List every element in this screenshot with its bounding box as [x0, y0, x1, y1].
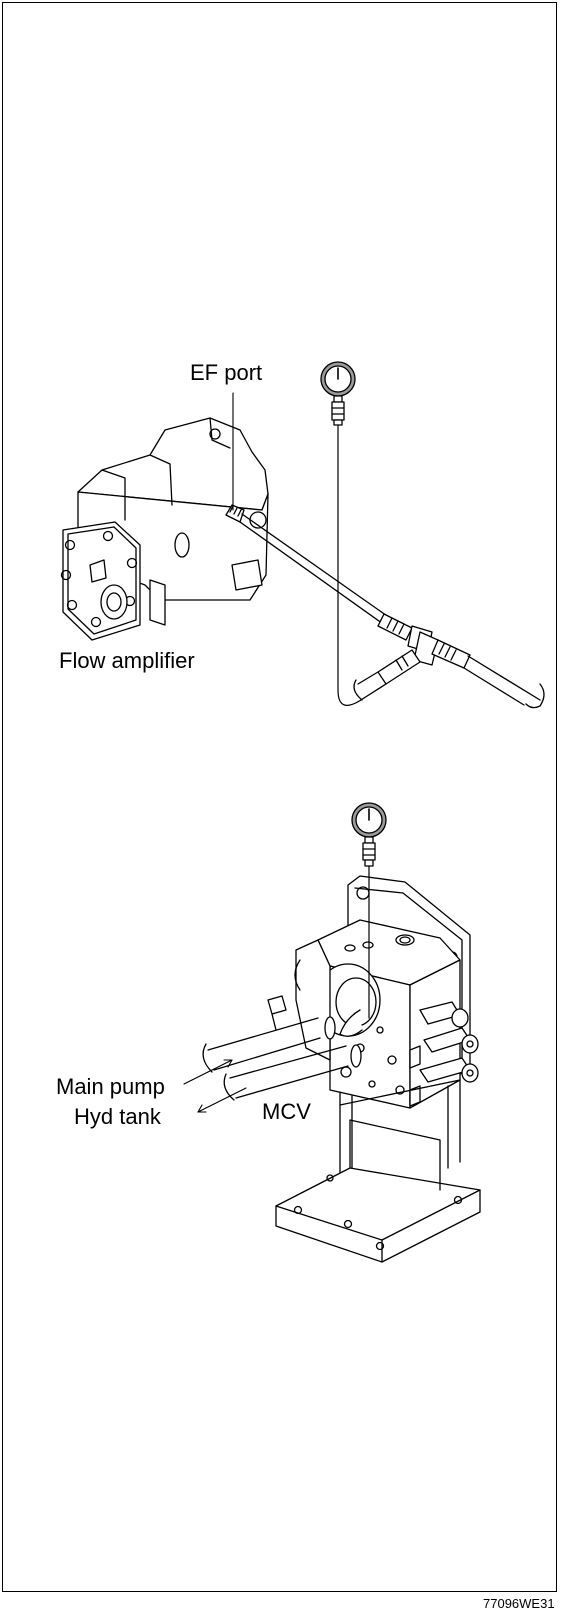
pressure-hose-upper [239, 513, 545, 709]
mcv-block [294, 875, 479, 1109]
diagram-frame [2, 2, 557, 1592]
main-pump-label: Main pump [56, 1074, 165, 1099]
hyd-tank-label: Hyd tank [74, 1104, 161, 1129]
mcv-label: MCV [262, 1099, 311, 1124]
figure-code: 77096WE31 [483, 1596, 555, 1611]
mcv-stand [275, 1079, 481, 1263]
ef-port-fitting [225, 504, 245, 523]
flow-amplifier [60, 417, 269, 641]
pressure-gauge-lower [351, 802, 387, 867]
test-fitting-lower [339, 1009, 363, 1037]
flow-amplifier-label: Flow amplifier [59, 648, 195, 673]
mcv-pipes [202, 995, 362, 1101]
pressure-gauge-upper [320, 361, 365, 706]
ef-port-label: EF port [190, 360, 263, 385]
flow-arrows [183, 1059, 247, 1113]
